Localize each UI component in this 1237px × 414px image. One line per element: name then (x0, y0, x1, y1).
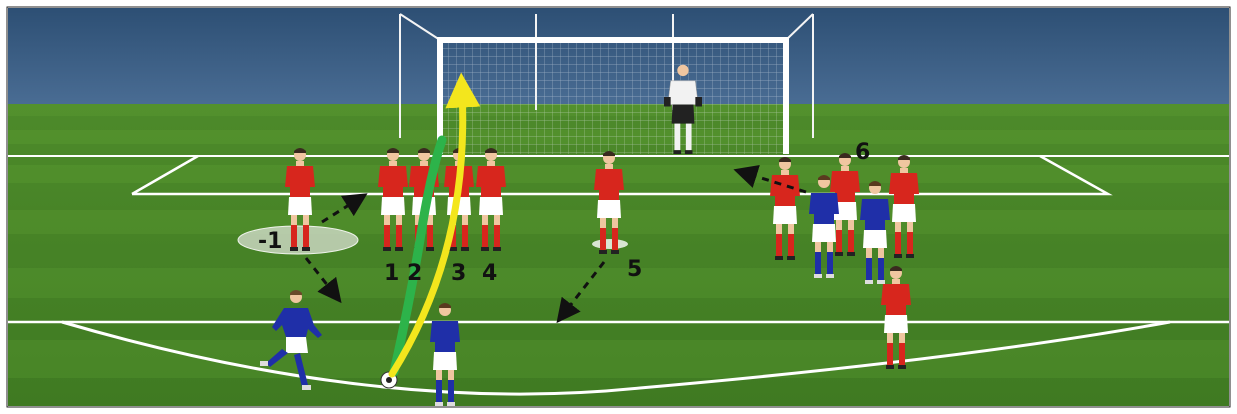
marker-label-6: 6 (855, 140, 870, 165)
marker-label-5: 5 (627, 257, 642, 282)
goal (440, 40, 786, 154)
wall-label-2: 2 (407, 261, 422, 286)
zone-label: -1 (258, 229, 282, 254)
wall-label-1: 1 (384, 261, 399, 286)
marker-5-spot (592, 239, 628, 249)
wall-label-3: 3 (451, 261, 466, 286)
wall-label-4: 4 (482, 261, 497, 286)
